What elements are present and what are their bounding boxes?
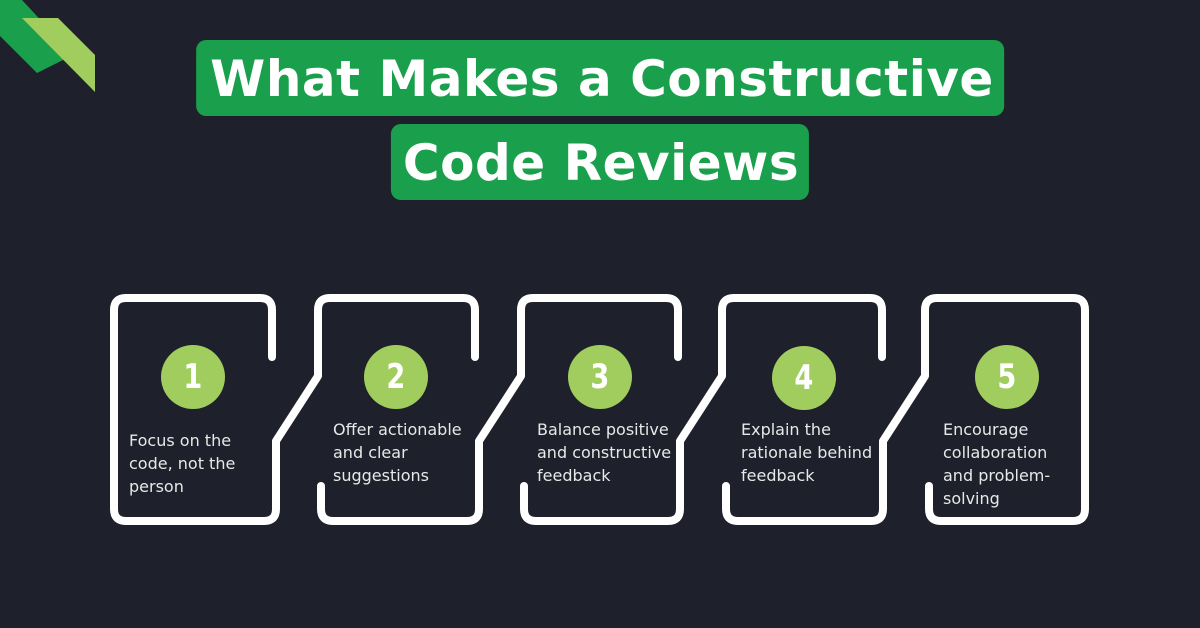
step-4-number-badge: 4 xyxy=(772,346,836,410)
step-4-text: Explain the rationale behind feedback xyxy=(741,420,873,485)
title-line-2: Code Reviews xyxy=(390,124,810,200)
title-line-1: What Makes a Constructive xyxy=(196,40,1004,116)
step-3-number-badge: 3 xyxy=(568,345,632,409)
step-1-number-badge: 1 xyxy=(161,345,225,409)
step-5-number-badge: 5 xyxy=(975,345,1039,409)
step-2-text: Offer actionable and clear suggestions xyxy=(333,420,462,485)
corner-decoration-icon xyxy=(0,0,95,92)
step-3-text: Balance positive and constructive feedba… xyxy=(537,420,672,485)
step-5-text: Encourage collaboration and problem-solv… xyxy=(943,420,1051,508)
step-2-number-badge: 2 xyxy=(364,345,428,409)
step-1-text: Focus on the code, not the person xyxy=(129,431,236,496)
